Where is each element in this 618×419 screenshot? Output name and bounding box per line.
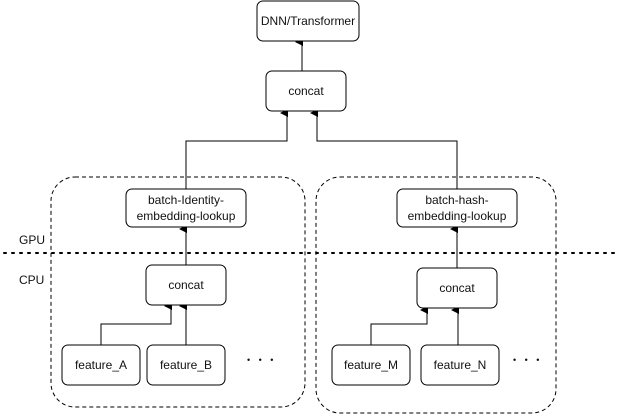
- feature-n-label: feature_N: [434, 358, 487, 372]
- edge-feature-m-to-right-concat: [370, 306, 428, 345]
- feature-b-node: feature_B: [146, 344, 226, 386]
- batch-identity-label-line2: embedding-lookup: [137, 209, 236, 223]
- batch-hash-embedding-lookup-node: batch-hash- embedding-lookup: [396, 188, 518, 228]
- batch-identity-label-line1: batch-Identity-: [148, 193, 224, 207]
- batch-identity-embedding-lookup-node: batch-Identity- embedding-lookup: [125, 188, 247, 228]
- left-ellipsis: • • •: [247, 355, 276, 365]
- left-concat-node: concat: [145, 264, 227, 306]
- feature-m-node: feature_M: [331, 344, 411, 386]
- top-concat-label: concat: [288, 84, 324, 98]
- feature-a-label: feature_A: [75, 358, 127, 372]
- edge-identity-to-top-concat: [185, 109, 288, 189]
- gpu-label: GPU: [19, 233, 45, 247]
- edge-hash-to-top-concat: [310, 109, 458, 189]
- batch-hash-label-line2: embedding-lookup: [408, 209, 507, 223]
- cpu-label: CPU: [19, 273, 44, 287]
- dnn-transformer-node: DNN/Transformer: [256, 0, 360, 42]
- right-concat-label: concat: [439, 281, 475, 295]
- edge-feature-a-to-left-concat: [100, 302, 172, 345]
- right-ellipsis: • • •: [513, 355, 542, 365]
- feature-m-label: feature_M: [344, 358, 398, 372]
- feature-a-node: feature_A: [61, 344, 141, 386]
- right-concat-node: concat: [416, 267, 498, 309]
- feature-b-label: feature_B: [160, 358, 212, 372]
- right-feature-group: [315, 176, 557, 414]
- batch-hash-label-line1: batch-hash-: [425, 193, 488, 207]
- left-concat-label: concat: [168, 278, 204, 292]
- top-concat-node: concat: [265, 70, 347, 112]
- dnn-transformer-label: DNN/Transformer: [261, 14, 355, 28]
- feature-n-node: feature_N: [420, 344, 500, 386]
